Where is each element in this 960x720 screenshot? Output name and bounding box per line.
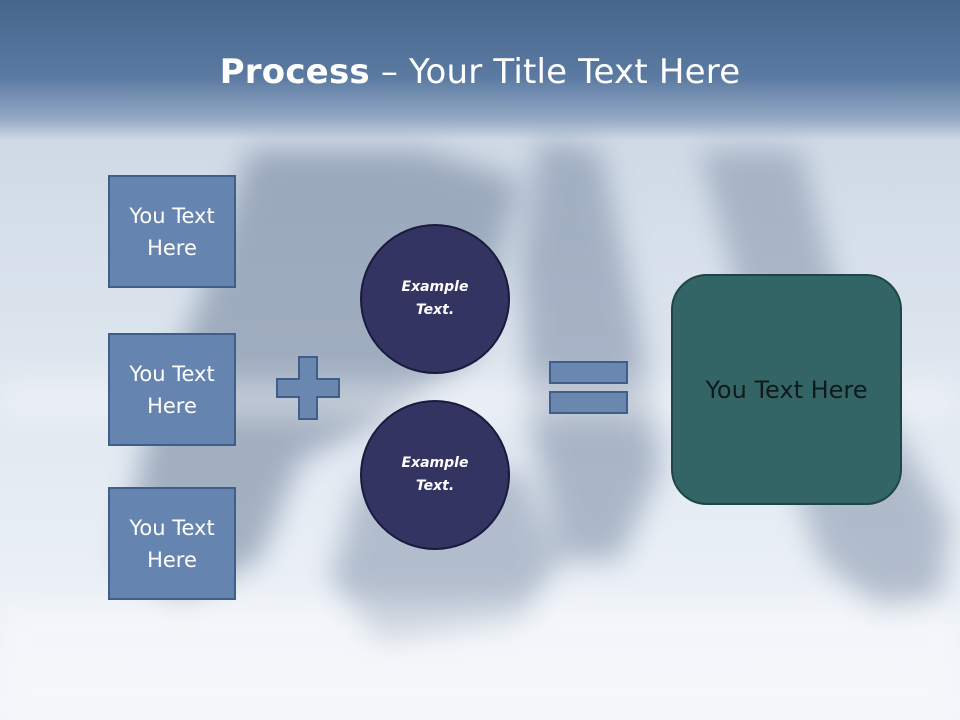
title-band (0, 0, 960, 140)
example-circle-1[interactable]: Example Text. (360, 224, 510, 374)
title-bold: Process (219, 52, 370, 92)
text-box-label: You Text Here (129, 515, 215, 572)
circle-label: Example Text. (401, 455, 469, 494)
text-box-2[interactable]: You Text Here (108, 333, 236, 446)
plus-icon (276, 356, 340, 420)
result-box[interactable]: You Text Here (671, 274, 902, 505)
title-rest: – Your Title Text Here (369, 52, 741, 92)
example-circle-2[interactable]: Example Text. (360, 400, 510, 550)
circle-label: Example Text. (401, 279, 469, 318)
equals-icon (549, 361, 628, 414)
slide-title: Process – Your Title Text Here (0, 52, 960, 92)
text-box-1[interactable]: You Text Here (108, 175, 236, 288)
text-box-label: You Text Here (129, 361, 215, 418)
text-box-3[interactable]: You Text Here (108, 487, 236, 600)
text-box-label: You Text Here (129, 203, 215, 260)
result-label: You Text Here (705, 375, 868, 404)
